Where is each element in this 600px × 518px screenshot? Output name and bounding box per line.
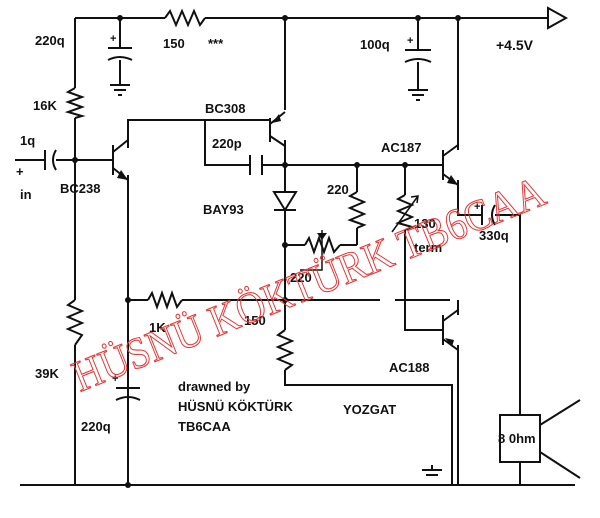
resistor-1k bbox=[147, 290, 183, 310]
resistor-150-top bbox=[164, 8, 206, 28]
ground-icon-3 bbox=[422, 465, 442, 476]
cap-100q: + bbox=[404, 35, 432, 63]
speaker-icon bbox=[499, 399, 581, 479]
label-bay93: BAY93 bbox=[203, 202, 244, 217]
label-cap-220q-bottom: 220q bbox=[81, 419, 111, 434]
pot-wiper-icon bbox=[317, 233, 327, 240]
label-bc238: BC238 bbox=[60, 181, 100, 196]
label-res-220-pot: 220 bbox=[290, 270, 312, 285]
svg-text:+: + bbox=[110, 33, 116, 45]
resistor-16k bbox=[64, 87, 86, 119]
cap-330q: + bbox=[474, 201, 496, 226]
label-cap-1q: 1q bbox=[20, 133, 35, 148]
cap-220q-bottom: + bbox=[112, 373, 141, 401]
junction-dots bbox=[72, 15, 461, 488]
transistor-bc308 bbox=[269, 111, 286, 147]
label-in: in bbox=[20, 187, 32, 202]
label-drawn-by: drawned by bbox=[178, 379, 251, 394]
label-term-130: 130 bbox=[414, 216, 436, 231]
transistor-ac188 bbox=[442, 309, 459, 351]
trimmer-arrow-icon bbox=[391, 195, 419, 233]
label-cap-220p: 220p bbox=[212, 136, 242, 151]
label-ac188: AC188 bbox=[389, 360, 429, 375]
resistor-39k bbox=[65, 299, 85, 346]
label-supply: +4.5V bbox=[496, 37, 534, 53]
label-speaker: 8 0hm bbox=[498, 431, 536, 446]
label-res-150-mid: 150 bbox=[244, 313, 266, 328]
label-res-39k: 39K bbox=[35, 366, 59, 381]
svg-text:+: + bbox=[474, 201, 480, 213]
label-city: YOZGAT bbox=[343, 402, 396, 417]
ground-icon-1 bbox=[110, 84, 130, 96]
transistor-ac187 bbox=[442, 144, 459, 186]
supply-arrow-icon bbox=[547, 6, 569, 30]
label-cap-100q: 100q bbox=[360, 37, 390, 52]
component-labels: 220q 150 *** 100q +4.5V 16K BC308 1q + i… bbox=[16, 33, 536, 446]
watermark-text: HÜSNÜ KÖKTÜRK TB6CAA bbox=[65, 167, 552, 402]
svg-text:+: + bbox=[407, 35, 413, 47]
resistor-220-right bbox=[347, 191, 367, 229]
wires bbox=[15, 17, 575, 486]
label-res-1k: 1K bbox=[149, 320, 166, 335]
label-cap-220q-top: 220q bbox=[35, 33, 65, 48]
label-res-16k: 16K bbox=[33, 98, 57, 113]
potentiometer-220 bbox=[304, 235, 341, 255]
label-plus-in: + bbox=[16, 164, 24, 179]
label-res-150-top: 150 bbox=[163, 36, 185, 51]
label-bc308: BC308 bbox=[205, 101, 245, 116]
diode-bay93 bbox=[272, 191, 298, 218]
svg-text:+: + bbox=[112, 373, 118, 385]
label-stars: *** bbox=[208, 36, 224, 51]
label-ac187: AC187 bbox=[381, 140, 421, 155]
cap-220p bbox=[249, 155, 263, 175]
label-term: term bbox=[414, 240, 442, 255]
resistor-150-mid bbox=[275, 329, 295, 371]
transistor-bc238 bbox=[112, 139, 129, 181]
label-author: HÜSNÜ KÖKTÜRK bbox=[178, 399, 293, 414]
label-cap-330q: 330q bbox=[479, 228, 509, 243]
ground-icon-2 bbox=[408, 89, 428, 101]
cap-220q-top: + bbox=[107, 33, 133, 61]
label-callsign: TB6CAA bbox=[178, 419, 231, 434]
cap-1q bbox=[44, 149, 57, 171]
label-res-220-right: 220 bbox=[327, 182, 349, 197]
